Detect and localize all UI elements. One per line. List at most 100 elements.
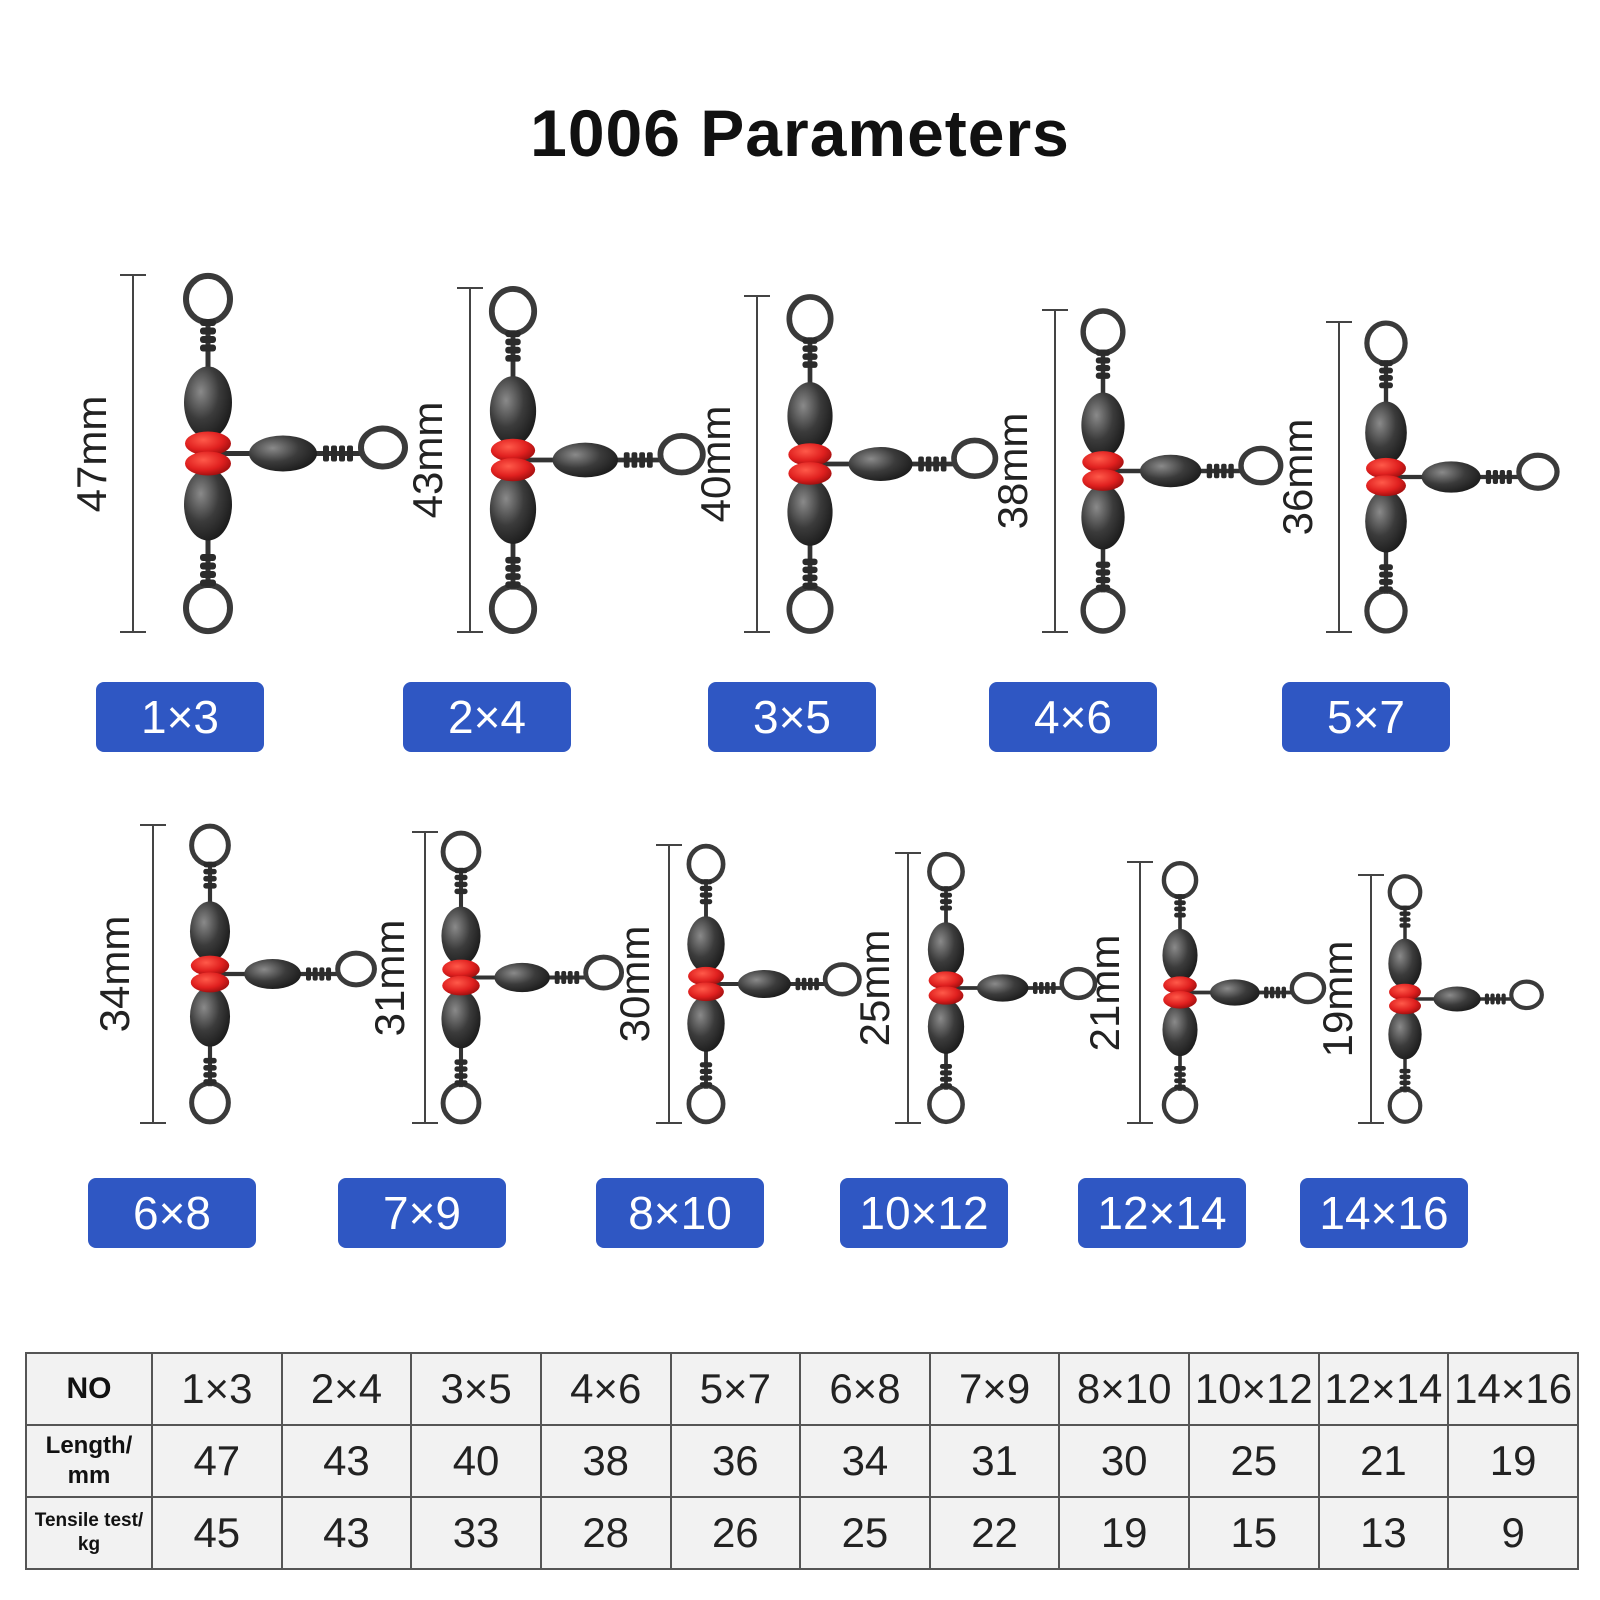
- table-cell: 2×4: [280, 1352, 413, 1426]
- side-coil: [323, 445, 329, 462]
- red-bead-upper: [190, 955, 230, 976]
- table-row-length: Length/ mm 47 43 40 38 36 34 31 30 25 21…: [25, 1424, 1579, 1498]
- coil: [1379, 586, 1393, 593]
- swivel-2: [457, 286, 706, 634]
- top-ring: [1387, 874, 1423, 911]
- bottom-ring: [786, 584, 834, 634]
- lower-barrel: [1162, 1003, 1198, 1057]
- top-ring: [183, 272, 233, 326]
- side-coil: [940, 456, 947, 472]
- coil: [1095, 561, 1111, 568]
- size-badge: 14×16: [1300, 1178, 1468, 1248]
- side-ring: [951, 437, 999, 480]
- length-label: 34mm: [91, 915, 138, 1033]
- length-label: 21mm: [1081, 934, 1128, 1051]
- table-cell: 10×12: [1188, 1352, 1320, 1426]
- table-cell: 6×8: [799, 1352, 931, 1426]
- side-coil: [1264, 986, 1269, 999]
- coil: [802, 337, 818, 344]
- side-barrel: [1139, 454, 1202, 488]
- table-cell: 33: [410, 1496, 542, 1570]
- side-ring: [1289, 972, 1327, 1005]
- coil: [203, 883, 217, 889]
- size-badge: 12×14: [1078, 1178, 1246, 1248]
- side-ring: [583, 954, 625, 991]
- top-ring: [1080, 308, 1126, 356]
- red-bead-upper: [928, 971, 964, 990]
- bottom-ring: [927, 1084, 965, 1125]
- row-header-length: Length/ mm: [25, 1424, 153, 1498]
- coil: [939, 886, 953, 892]
- coil: [939, 1083, 953, 1089]
- lower-barrel: [1365, 490, 1407, 553]
- coil: [203, 1064, 217, 1071]
- coil: [1379, 564, 1393, 571]
- red-bead-lower: [928, 986, 964, 1005]
- coil: [1095, 584, 1111, 591]
- coil: [1095, 357, 1111, 364]
- coil: [1399, 923, 1411, 928]
- coil: [1379, 374, 1393, 381]
- row-header-no: NO: [25, 1352, 153, 1426]
- swivel-7: [412, 830, 625, 1125]
- size-badge: 4×6: [989, 682, 1157, 752]
- side-coil: [1485, 470, 1492, 484]
- side-coil: [1492, 470, 1499, 484]
- side-coil: [326, 967, 332, 981]
- red-bead-upper: [1366, 457, 1406, 479]
- side-coil: [1032, 981, 1038, 995]
- coil: [1379, 571, 1393, 578]
- table-cell: 25: [1188, 1424, 1320, 1498]
- table-cell: 43: [280, 1496, 413, 1570]
- red-bead-upper: [1163, 976, 1197, 994]
- top-ring: [786, 294, 834, 344]
- side-barrel: [848, 447, 913, 481]
- swivel-8: [656, 843, 862, 1125]
- red-bead-lower: [490, 458, 536, 482]
- coil: [454, 1080, 468, 1086]
- coil: [200, 344, 216, 352]
- lower-barrel: [184, 468, 232, 541]
- table-cell: 5×7: [669, 1352, 802, 1426]
- table-cell: 19: [1447, 1424, 1579, 1498]
- coil: [1399, 911, 1411, 916]
- side-coil: [1206, 463, 1213, 479]
- table-cell: 36: [669, 1424, 802, 1498]
- red-bead-lower: [442, 975, 480, 996]
- row-header-length-line1: Length/: [45, 1432, 133, 1459]
- red-bead-upper: [688, 966, 724, 986]
- bottom-ring: [488, 583, 538, 634]
- coil: [1379, 382, 1393, 389]
- upper-barrel: [1081, 392, 1125, 458]
- coil: [200, 554, 216, 561]
- row-header-length-line2: mm: [67, 1462, 111, 1489]
- side-coil: [795, 977, 801, 991]
- size-badge: 6×8: [88, 1178, 256, 1248]
- table-cell: 26: [669, 1496, 802, 1570]
- red-bead-lower: [1389, 997, 1421, 1015]
- red-bead-lower: [788, 462, 832, 485]
- side-ring: [1516, 452, 1560, 491]
- table-row-tensile: Tensile test/ kg 45 43 33 28 26 25 22 19…: [25, 1496, 1579, 1570]
- side-ring: [1059, 966, 1098, 1001]
- coil: [200, 571, 216, 578]
- coil: [1379, 367, 1393, 374]
- swivel-6: [140, 823, 377, 1125]
- table-cell: 9: [1447, 1496, 1579, 1570]
- row-header-tensile-line2: kg: [77, 1534, 101, 1555]
- coil: [454, 1066, 468, 1072]
- coil: [699, 1062, 713, 1068]
- table-cell: 7×9: [928, 1352, 1061, 1426]
- coil: [802, 345, 818, 352]
- red-bead-lower: [1082, 469, 1124, 491]
- coil: [1399, 1080, 1411, 1086]
- size-badge: 7×9: [338, 1178, 506, 1248]
- coil: [454, 867, 468, 874]
- coil: [1399, 905, 1411, 910]
- table-cell: 30: [1058, 1424, 1190, 1498]
- side-coil: [623, 452, 630, 468]
- coil: [203, 868, 217, 875]
- table-cell: 22: [928, 1496, 1061, 1570]
- side-coil: [801, 977, 807, 991]
- table-cell: 25: [799, 1496, 931, 1570]
